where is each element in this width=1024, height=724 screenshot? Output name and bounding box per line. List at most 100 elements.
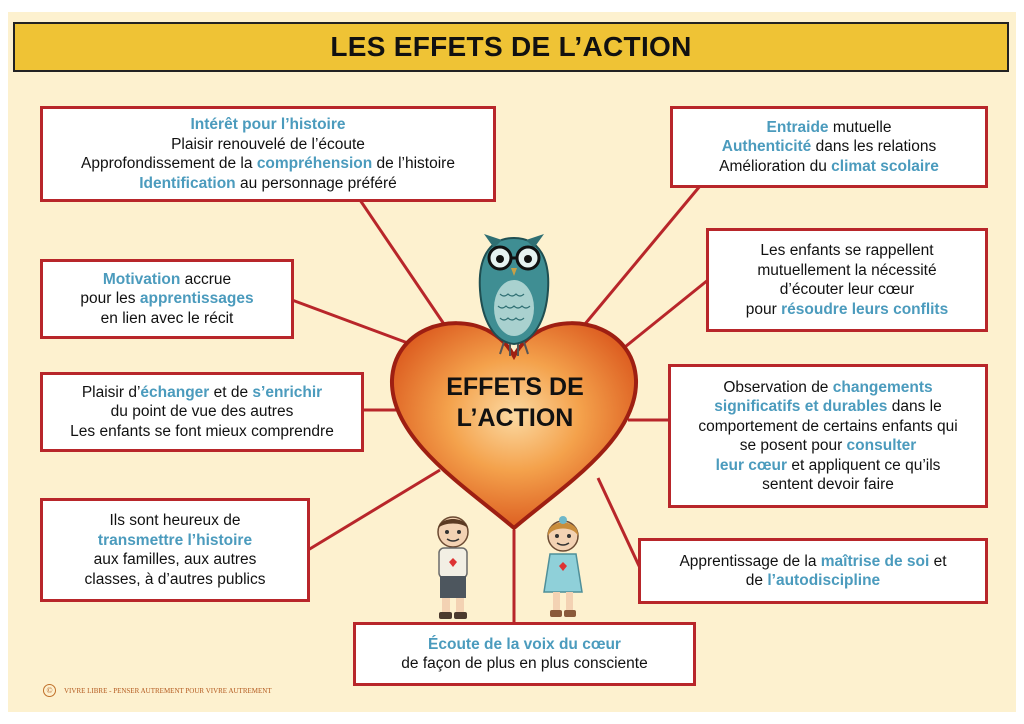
highlighted-text: Motivation: [102, 270, 181, 288]
box-text: de façon de plus en plus consciente: [401, 655, 648, 672]
connector-transmettre: [307, 468, 441, 552]
highlighted-text: Entraide: [766, 118, 829, 136]
box-line: Ils sont heureux de: [110, 511, 241, 531]
box-text: Ils sont heureux de: [109, 512, 241, 529]
highlighted-text: s’enrichir: [252, 383, 323, 401]
box-line: Plaisir renouvelé de l’écoute: [171, 135, 365, 155]
box-line: comportement de certains enfants qui: [698, 417, 957, 437]
box-text: Plaisir renouvelé de l’écoute: [171, 135, 365, 153]
connector-maitrise: [596, 477, 642, 569]
box-line: leur cœur et appliquent ce qu’ils: [716, 456, 941, 476]
box-line: transmettre l’histoire: [98, 531, 252, 551]
box-line: Plaisir d’échanger et de s’enrichir: [82, 383, 322, 403]
highlighted-text: résoudre leurs conflits: [781, 300, 949, 318]
box-line: significatifs et durables dans le: [714, 397, 941, 417]
title-bar: LES EFFETS DE L’ACTION: [13, 22, 1009, 72]
box-text: Approfondissement de la: [81, 155, 257, 172]
box-line: Identification au personnage préféré: [139, 174, 397, 194]
box-line: de l’autodiscipline: [746, 571, 880, 591]
box-line: Approfondissement de la compréhension de…: [81, 154, 455, 174]
owl-with-glasses-icon: [478, 234, 550, 356]
box-line: Observation de changements: [723, 378, 932, 398]
box-line: classes, à d’autres publics: [85, 570, 266, 590]
box-conflits: Les enfants se rappellent mutuellement la…: [706, 228, 988, 332]
box-text: au personnage préféré: [235, 174, 397, 192]
box-line: se posent pour consulter: [740, 436, 917, 456]
center-label-line2: L’ACTION: [456, 404, 574, 432]
box-text: d’écouter leur cœur: [779, 281, 915, 298]
box-text: et de: [209, 383, 253, 401]
box-line: mutuellement la nécessité: [757, 261, 936, 281]
box-text: Les enfants se rappellent: [760, 242, 934, 259]
connector-entraide: [578, 185, 702, 331]
box-text: dans les relations: [811, 138, 937, 156]
highlighted-text: Écoute de la voix du cœur: [428, 635, 621, 653]
page-title: LES EFFETS DE L’ACTION: [330, 31, 692, 62]
box-text: en lien avec le récit: [100, 309, 234, 327]
connector-interet: [358, 199, 450, 331]
box-text: du point de vue des autres: [110, 403, 294, 421]
box-line: d’écouter leur cœur: [780, 280, 914, 300]
box-text: Les enfants se font mieux comprendre: [70, 422, 334, 440]
box-text: et appliquent ce qu’ils: [787, 456, 941, 474]
footer-text: VIVRE LIBRE - PENSER AUTREMENT POUR VIVR…: [64, 686, 272, 695]
box-line: Les enfants se font mieux comprendre: [70, 422, 334, 442]
highlighted-text: changements: [832, 378, 933, 396]
highlighted-text: significatifs et durables: [714, 398, 888, 415]
box-ecoute-voix-coeur: Écoute de la voix du cœur de façon de plu…: [353, 622, 696, 686]
box-transmettre: Ils sont heureux de transmettre l’histoir…: [40, 498, 310, 602]
boy-holding-heart-icon: [437, 516, 469, 619]
girl-holding-heart-icon: [543, 516, 583, 617]
box-line: aux familles, aux autres: [94, 550, 257, 570]
box-text: se posent pour: [739, 437, 847, 454]
box-line: Motivation accrue: [103, 270, 231, 290]
center-label: EFFETS DE L’ACTION: [420, 372, 610, 434]
highlighted-text: maîtrise de soi: [820, 552, 930, 570]
box-line: Intérêt pour l’histoire: [190, 115, 345, 135]
box-line: en lien avec le récit: [101, 309, 234, 329]
box-text: aux familles, aux autres: [93, 551, 257, 568]
box-text: Observation de: [723, 378, 833, 396]
highlighted-text: climat scolaire: [831, 157, 939, 175]
box-text: pour: [745, 300, 782, 318]
highlighted-text: compréhension: [256, 155, 373, 172]
box-text: et: [929, 552, 947, 570]
box-text: Amélioration du: [719, 157, 832, 175]
highlighted-text: consulter: [846, 437, 917, 454]
box-line: pour résoudre leurs conflits: [746, 300, 948, 320]
box-text: comportement de certains enfants qui: [698, 417, 958, 435]
highlighted-text: leur cœur: [715, 456, 788, 474]
highlighted-text: transmettre l’histoire: [97, 531, 253, 549]
box-text: sentent devoir faire: [762, 476, 894, 493]
box-text: Plaisir d’: [81, 383, 141, 401]
box-text: pour les: [80, 290, 140, 308]
box-line: pour les apprentissages: [80, 289, 253, 309]
connector-conflits: [614, 278, 709, 357]
box-text: mutuelle: [828, 118, 892, 136]
box-line: Amélioration du climat scolaire: [719, 157, 939, 177]
box-text: dans le: [887, 398, 942, 415]
box-text: accrue: [180, 270, 232, 288]
highlighted-text: l’autodiscipline: [767, 572, 881, 589]
highlighted-text: apprentissages: [139, 290, 254, 308]
box-text: de l’histoire: [372, 155, 455, 172]
box-line: Authenticité dans les relations: [722, 137, 937, 157]
center-label-line1: EFFETS DE: [446, 373, 584, 401]
footer: © VIVRE LIBRE - PENSER AUTREMENT POUR VI…: [43, 684, 272, 697]
box-line: Les enfants se rappellent: [760, 241, 933, 261]
box-line: du point de vue des autres: [111, 402, 294, 422]
box-text: classes, à d’autres publics: [84, 570, 266, 588]
box-text: mutuellement la nécessité: [757, 261, 937, 279]
box-line: Écoute de la voix du cœur: [428, 635, 621, 655]
highlighted-text: Authenticité: [721, 138, 812, 156]
box-line: Apprentissage de la maîtrise de soi et: [679, 552, 946, 572]
highlighted-text: échanger: [140, 383, 210, 401]
